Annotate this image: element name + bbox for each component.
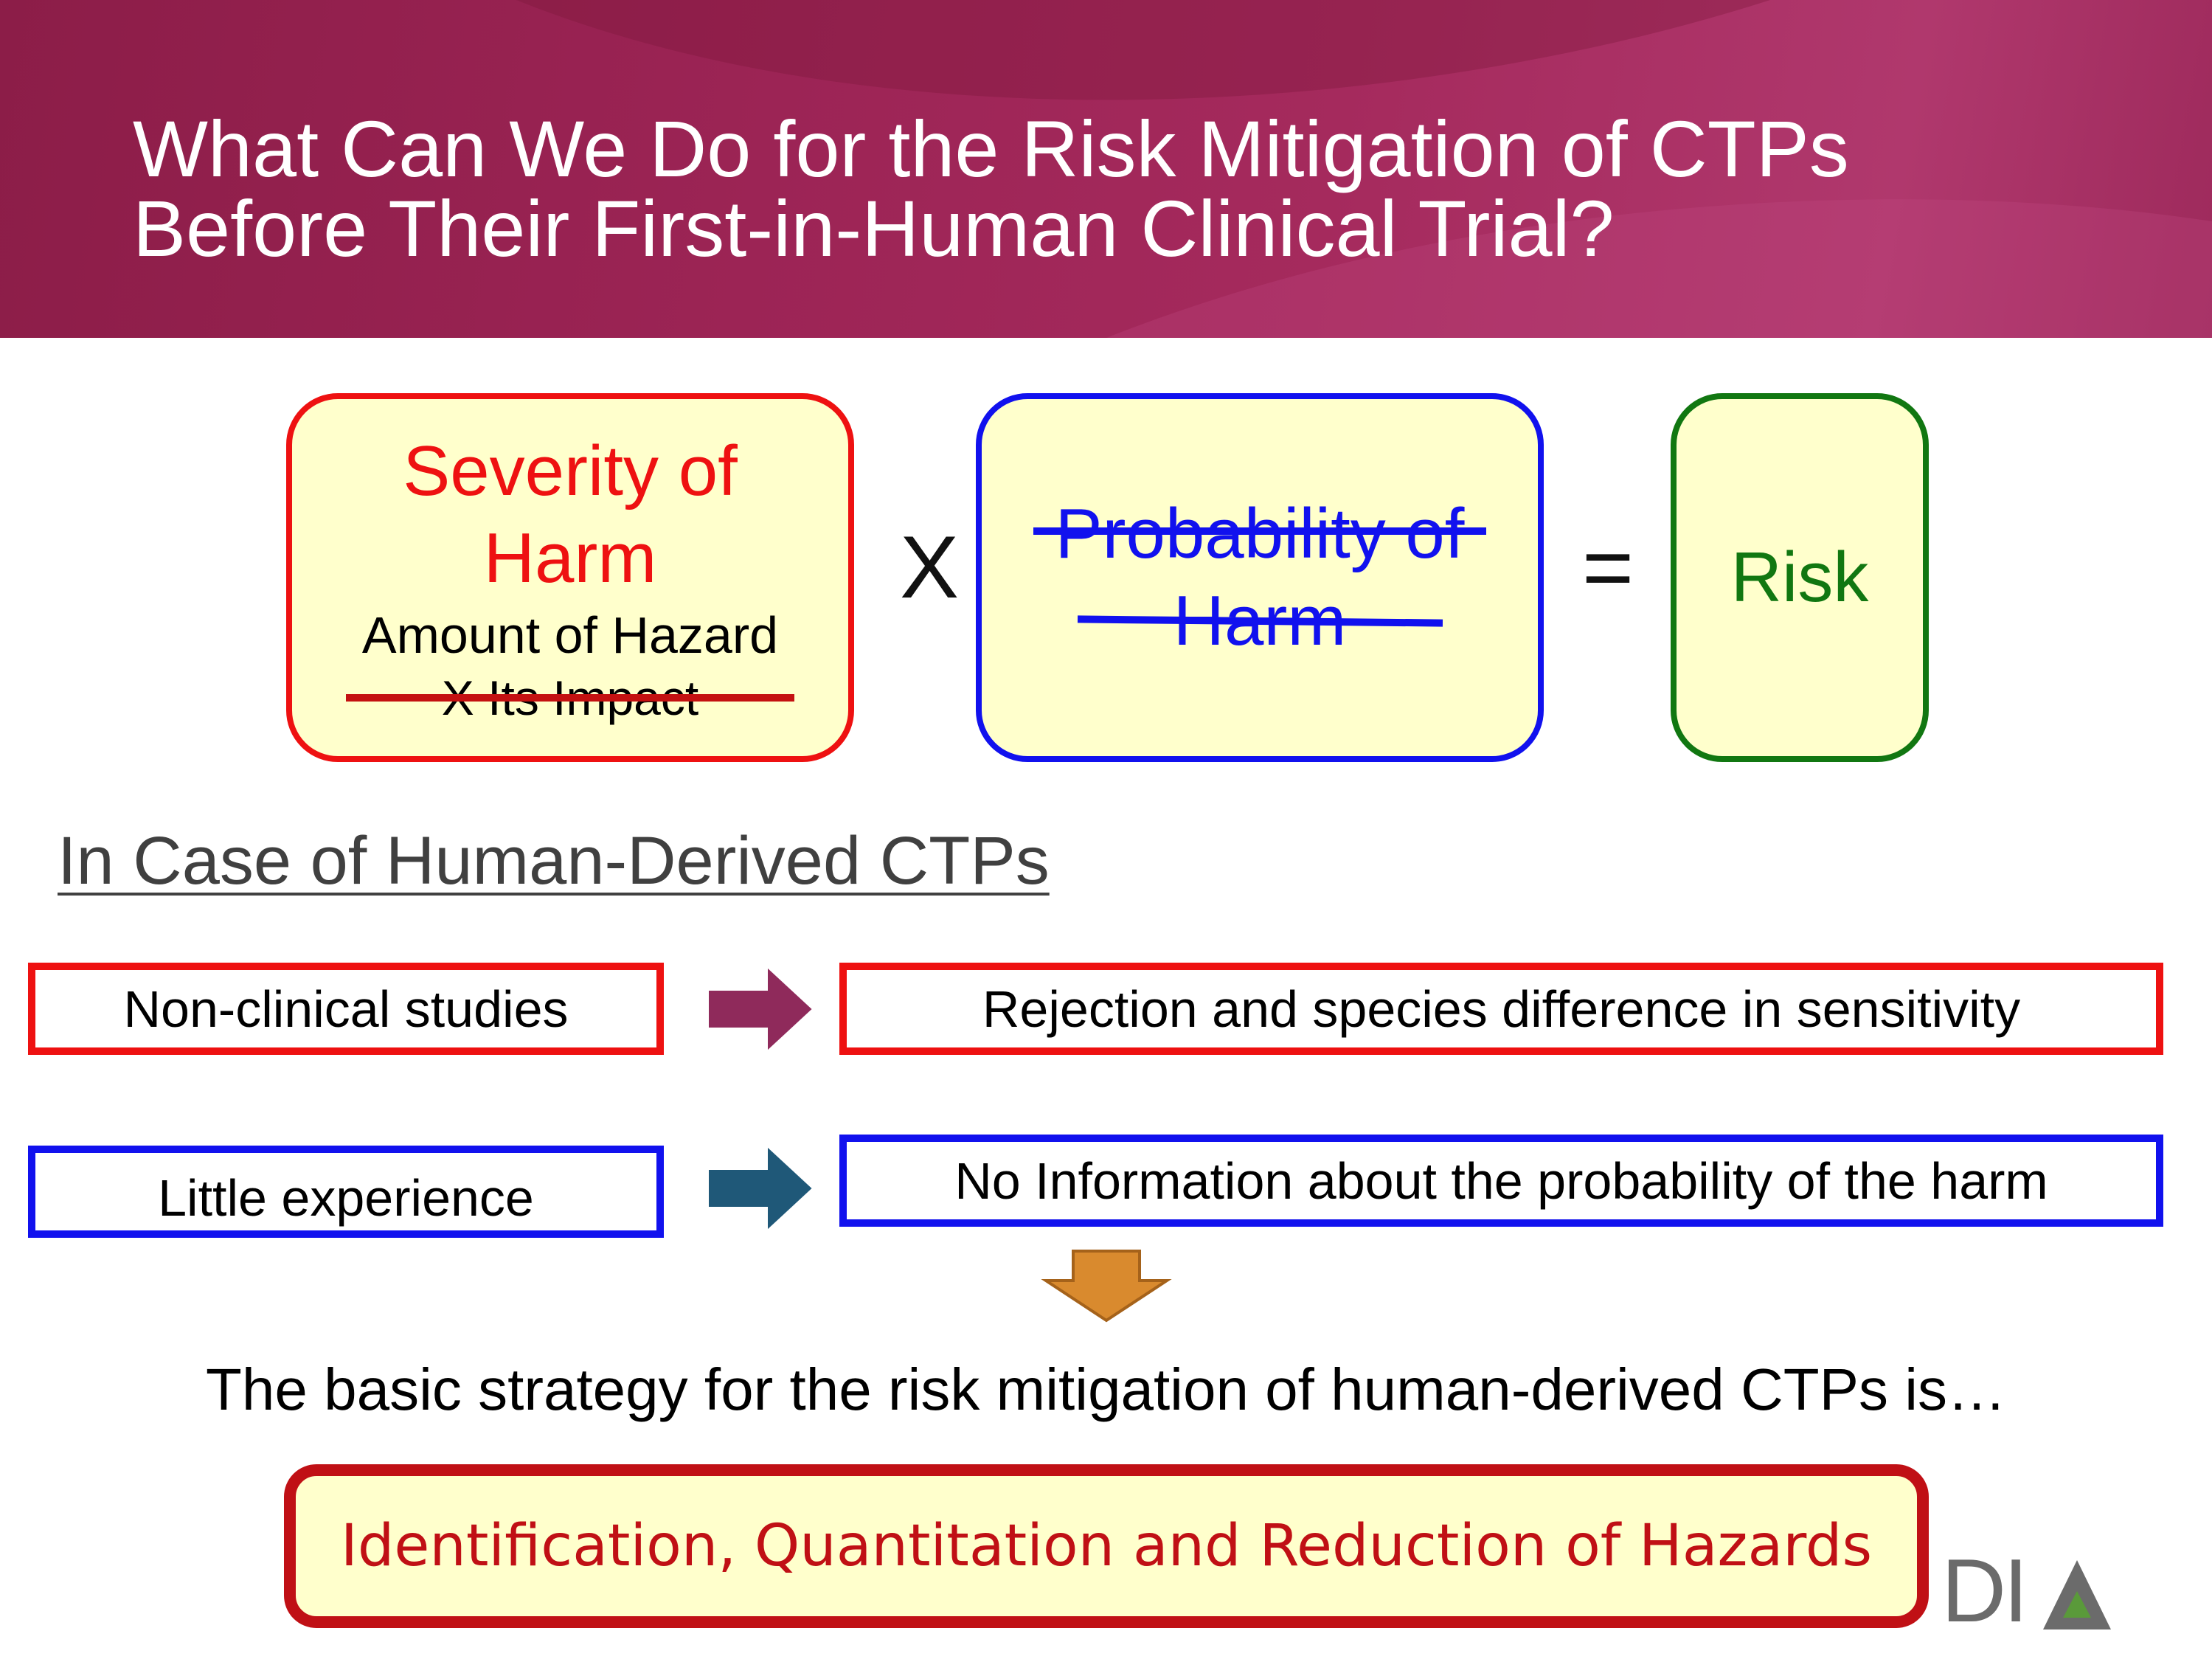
dia-logo-text: DI [1941, 1540, 2028, 1641]
non-clinical-studies-label: Non-clinical studies [123, 980, 569, 1038]
rejection-species-box: Rejection and species difference in sens… [839, 963, 2163, 1055]
blue-strikethrough-line-1 [1033, 527, 1487, 535]
slide-title-line-2: Before Their First-in-Human Clinical Tri… [133, 184, 1615, 273]
severity-heading-line-1: Severity of [403, 432, 738, 510]
conclusion-box: Identification, Quantitation and Reducti… [284, 1464, 1929, 1628]
severity-of-harm-box: Severity of Harm Amount of Hazard X Its … [286, 393, 854, 762]
right-arrow-shape [704, 958, 819, 1060]
slide-title: What Can We Do for the Risk Mitigation o… [133, 109, 2124, 269]
section-heading: In Case of Human-Derived CTPs [58, 823, 1050, 898]
slide-title-line-1: What Can We Do for the Risk Mitigation o… [133, 104, 1849, 193]
risk-label: Risk [1730, 538, 1869, 617]
red-strikethrough-line [345, 694, 795, 702]
risk-box: Risk [1671, 393, 1929, 762]
little-experience-box: Little experience [28, 1146, 664, 1238]
non-clinical-studies-box: Non-clinical studies [28, 963, 664, 1055]
rejection-species-label: Rejection and species difference in sens… [982, 980, 2021, 1038]
little-experience-label: Little experience [158, 1168, 534, 1227]
right-arrow-icon [704, 958, 819, 1060]
down-arrow-icon [1041, 1250, 1172, 1323]
right-arrow-shape [704, 1137, 819, 1239]
probability-line-2-wrapper: Harm [1077, 578, 1443, 665]
no-information-box: No Information about the probability of … [839, 1135, 2163, 1227]
right-arrow-icon [704, 1137, 819, 1239]
conclusion-label: Identification, Quantitation and Reducti… [340, 1513, 1873, 1579]
severity-heading-line-2: Harm [483, 519, 657, 598]
dia-logo: DI [1941, 1545, 2111, 1641]
times-operator: X [899, 518, 960, 617]
header-swoosh-decoration [516, 0, 2212, 338]
probability-line-1-wrapper: Probability of [1033, 491, 1487, 578]
strategy-text: The basic strategy for the risk mitigati… [206, 1357, 2006, 1422]
down-arrow-shape [1041, 1250, 1172, 1323]
dia-logo-triangle-icon [2043, 1560, 2111, 1629]
no-information-label: No Information about the probability of … [954, 1151, 2048, 1210]
equals-operator: = [1581, 518, 1634, 617]
its-impact-struck-wrapper: X Its Impact [345, 668, 795, 727]
probability-of-harm-box: Probability of Harm [976, 393, 1544, 762]
header-banner: What Can We Do for the Risk Mitigation o… [0, 0, 2212, 338]
amount-of-hazard-label: Amount of Hazard [361, 606, 779, 664]
